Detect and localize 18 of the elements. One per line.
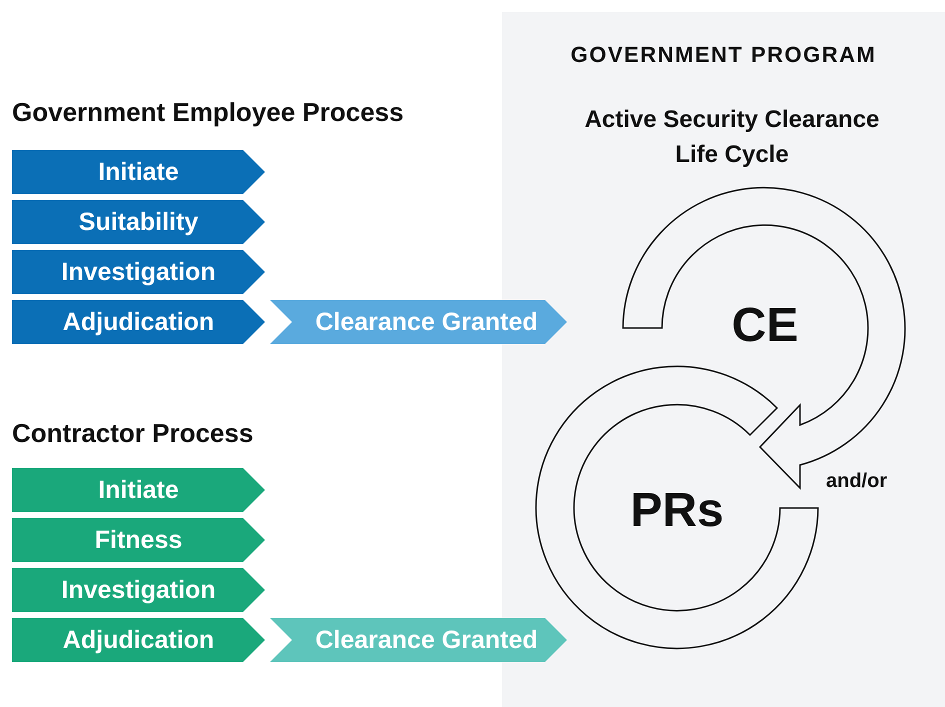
process-step-banner: Initiate (12, 468, 265, 512)
clearance-banner: Clearance Granted (270, 618, 567, 662)
section-heading: Contractor Process (12, 418, 254, 449)
process-step-banner: Investigation (12, 568, 265, 612)
section-heading: Government Employee Process (12, 97, 404, 128)
process-step-banner: Adjudication (12, 618, 265, 662)
process-step-banner: Adjudication (12, 300, 265, 344)
connector-label: and/or (826, 470, 888, 493)
cycle-label: PRs (612, 475, 742, 545)
panel-heading: GOVERNMENT PROGRAM (570, 42, 878, 68)
cycle-label: CE (700, 290, 830, 360)
process-step-banner: Initiate (12, 150, 265, 194)
process-step-banner: Investigation (12, 250, 265, 294)
cycle-arrow (622, 187, 906, 489)
panel-subtitle: Active Security Clearance Life Cycle (584, 105, 880, 170)
process-step-banner: Fitness (12, 518, 265, 562)
clearance-banner: Clearance Granted (270, 300, 567, 344)
process-step-banner: Suitability (12, 200, 265, 244)
